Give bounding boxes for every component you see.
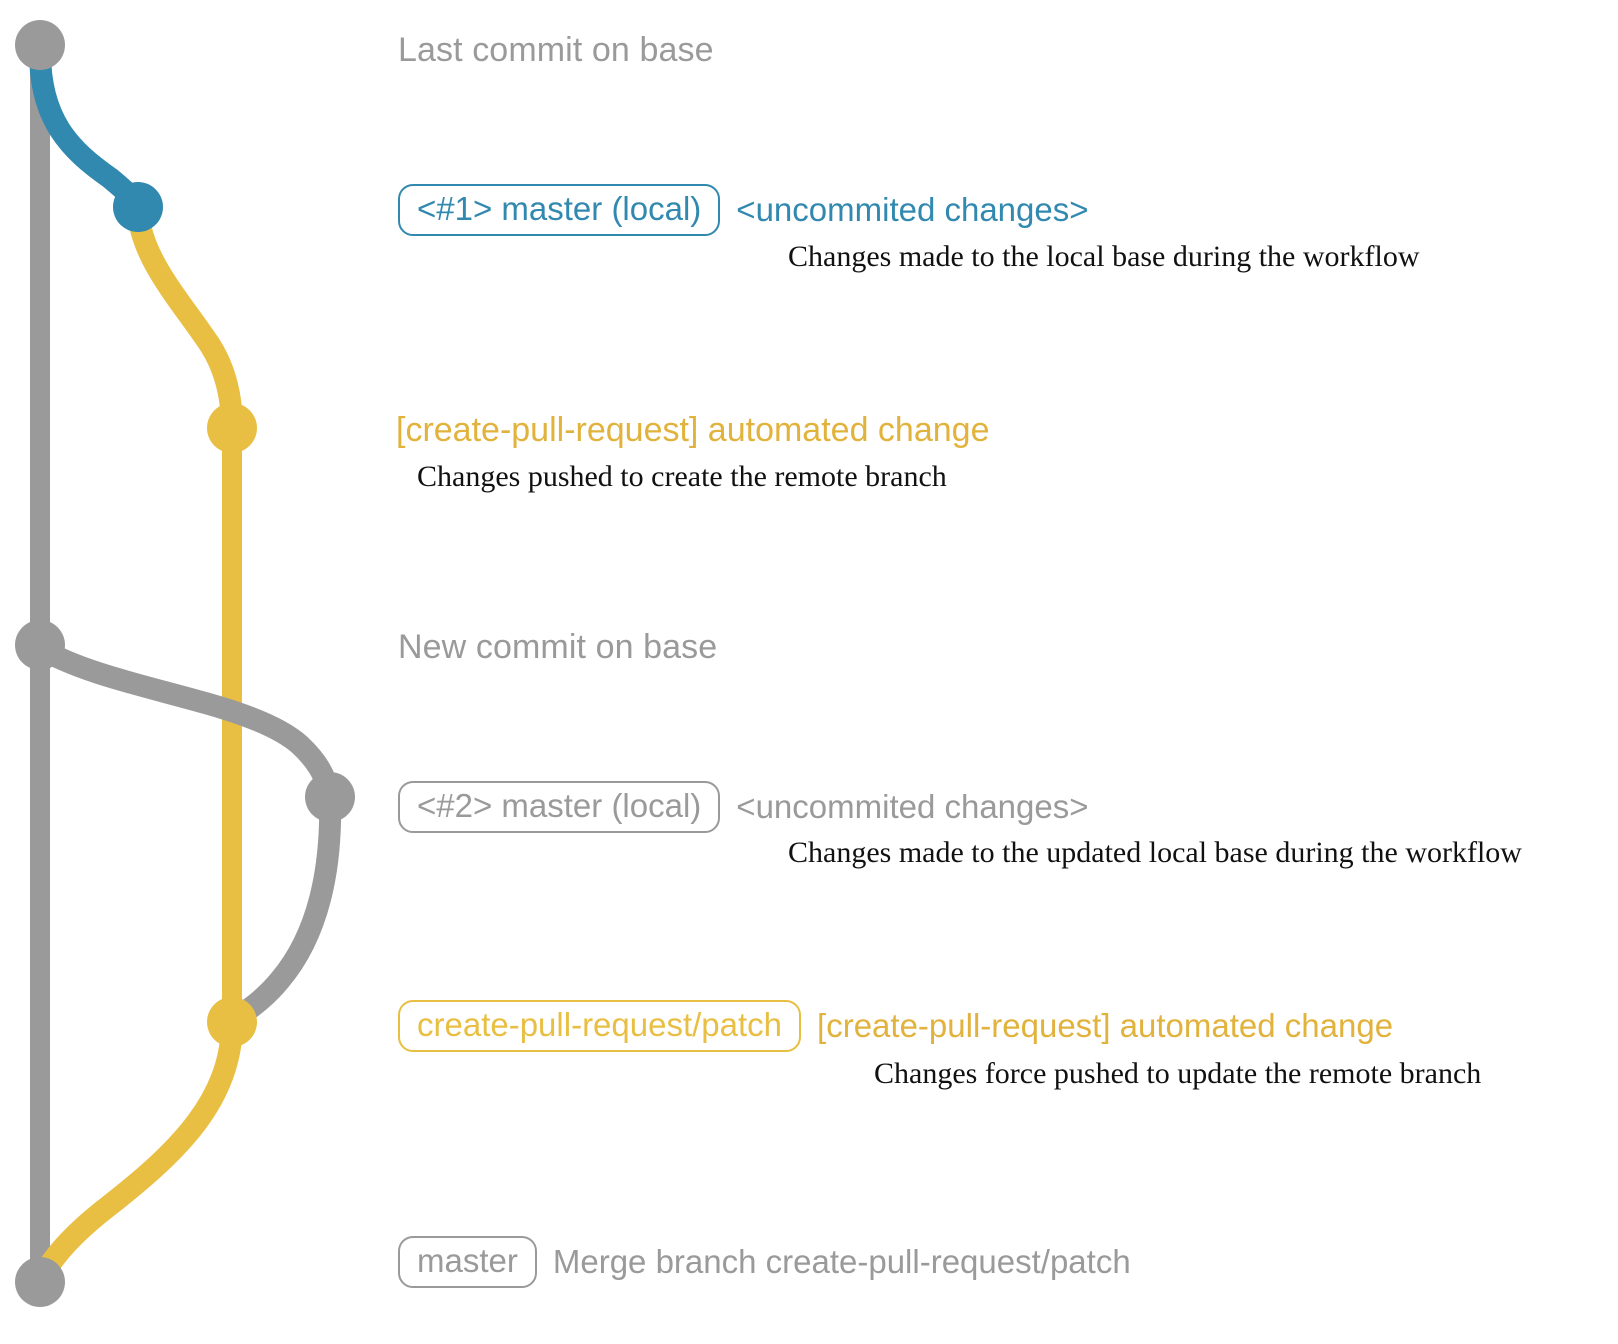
commit-message-local-1: <uncommited changes> (736, 191, 1089, 228)
local-branch-line-1 (29, 41, 149, 218)
row-merge-commit: master Merge branch create-pull-request/… (398, 1236, 1131, 1288)
row-new-commit-on-base: New commit on base (398, 628, 717, 667)
commit-node-patch-updated[interactable] (207, 997, 257, 1047)
commit-node-merge-commit[interactable] (15, 1257, 65, 1307)
commit-node-local-2[interactable] (305, 772, 355, 822)
description-patch-created: Changes pushed to create the remote bran… (417, 460, 947, 493)
branch-badge-master[interactable]: master (398, 1236, 537, 1288)
heading-new-commit-on-base: New commit on base (398, 628, 718, 666)
description-local-2: Changes made to the updated local base d… (788, 836, 1522, 869)
commit-message-merge: Merge branch create-pull-request/patch (552, 1243, 1131, 1280)
commit-message-patch-updated: [create-pull-request] automated change (817, 1007, 1394, 1044)
base-to-local2-arc (29, 637, 341, 808)
row-local-1: <#1> master (local) <uncommited changes> (398, 184, 1089, 236)
row-patch-updated: create-pull-request/patch [create-pull-r… (398, 1000, 1393, 1052)
branch-badge-local-2[interactable]: <#2> master (local) (398, 781, 721, 833)
description-local-1: Changes made to the local base during th… (788, 240, 1420, 273)
commit-node-local-1[interactable] (113, 182, 163, 232)
commit-node-last-commit-on-base[interactable] (15, 20, 65, 70)
commit-message-patch-created: [create-pull-request] automated change (396, 411, 990, 449)
patch-branch-line-upper (127, 201, 243, 439)
row-last-commit-on-base: Last commit on base (398, 31, 714, 70)
commit-message-local-2: <uncommited changes> (736, 788, 1089, 825)
row-local-2: <#2> master (local) <uncommited changes> (398, 781, 1089, 833)
patch-to-merge-line (29, 1015, 243, 1293)
commit-node-new-commit-on-base[interactable] (15, 620, 65, 670)
heading-last-commit-on-base: Last commit on base (398, 31, 714, 69)
local2-to-patch-arc (221, 786, 342, 1033)
row-patch-created: [create-pull-request] automated change (396, 411, 989, 450)
branch-badge-local-1[interactable]: <#1> master (local) (398, 184, 721, 236)
branch-badge-patch-updated[interactable]: create-pull-request/patch (398, 1000, 802, 1052)
commit-node-patch-created[interactable] (207, 403, 257, 453)
description-patch-updated: Changes force pushed to update the remot… (874, 1057, 1482, 1090)
